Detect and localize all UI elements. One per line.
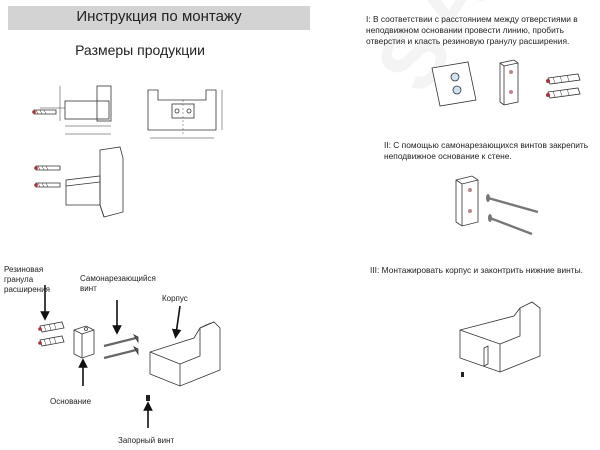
- parts-diagram: [38, 285, 221, 428]
- step-2-text: II: С помощью самонарезающихся винтов за…: [384, 140, 589, 161]
- step-3-text: III: Монтажировать корпус и законтрить н…: [370, 265, 583, 275]
- dimensions-title: Размеры продукции: [75, 42, 205, 58]
- step-3-illustration: [459, 301, 541, 377]
- label-self-tapping-screw: Самонарезающийся винт: [80, 274, 156, 293]
- step-2-illustration: [455, 175, 539, 236]
- label-rubber-plug: Резиновая гранула расширения: [4, 265, 50, 294]
- dim-side-view: [32, 85, 112, 135]
- dim-perspective-view: [34, 146, 124, 218]
- label-base: Основание: [50, 397, 92, 406]
- step-1-illustration: [431, 59, 581, 107]
- label-body: Корпус: [162, 294, 188, 303]
- step-1-text: I: В соответствии с расстоянием между от…: [366, 14, 578, 46]
- dim-front-view: [147, 89, 223, 139]
- page-title: Инструкция по монтажу: [76, 8, 242, 25]
- header-bar: Инструкция по монтажу: [8, 6, 310, 30]
- label-locking-screw: Запорный винт: [118, 436, 175, 445]
